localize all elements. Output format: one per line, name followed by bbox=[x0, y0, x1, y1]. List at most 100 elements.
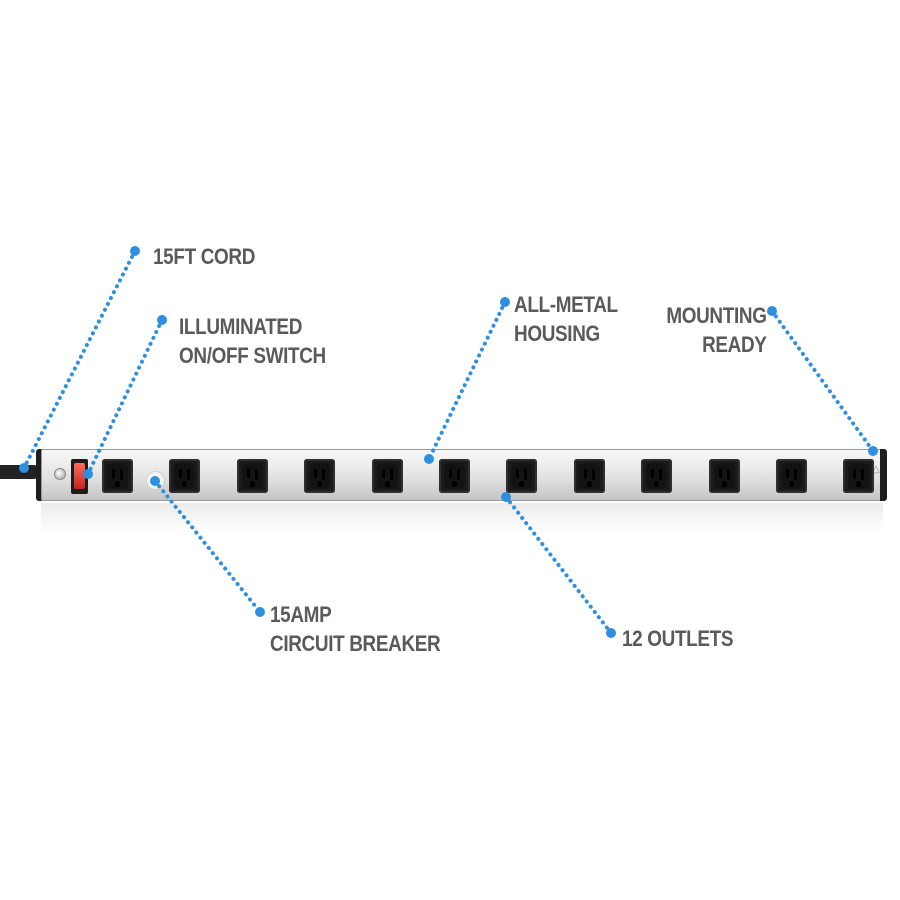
outlet-ground-hole bbox=[722, 481, 727, 487]
outlet-slot bbox=[794, 469, 797, 480]
callout-switch: ILLUMINATED ON/OFF SWITCH bbox=[179, 312, 326, 370]
outlet-slot bbox=[651, 469, 654, 478]
outlet-slot bbox=[853, 469, 856, 478]
outlet-face bbox=[309, 463, 330, 489]
leader-outlets-end-dot bbox=[606, 628, 616, 638]
outlet-ground-hole bbox=[452, 481, 457, 487]
leader-breaker-start-dot bbox=[150, 476, 160, 486]
outlet bbox=[237, 459, 268, 493]
triangle-outline-icon: △ bbox=[872, 464, 880, 475]
outlet-face bbox=[848, 463, 869, 489]
outlet bbox=[641, 459, 672, 493]
callout-cord: 15FT CORD bbox=[153, 242, 255, 271]
callout-switch-line-2: ON/OFF SWITCH bbox=[179, 343, 326, 368]
outlet bbox=[506, 459, 537, 493]
leader-mounting-start-dot bbox=[767, 306, 777, 316]
strip-shadow bbox=[41, 503, 883, 533]
outlet-ground-hole bbox=[115, 481, 120, 487]
outlet bbox=[709, 459, 740, 493]
outlet-face bbox=[781, 463, 802, 489]
outlet-slot bbox=[516, 469, 519, 478]
outlet-slot bbox=[322, 469, 325, 480]
outlet bbox=[776, 459, 807, 493]
outlet-slot bbox=[457, 469, 460, 480]
outlet-slot bbox=[187, 469, 190, 480]
leader-breaker-end-dot bbox=[255, 607, 265, 617]
outlet bbox=[304, 459, 335, 493]
callout-switch-line-1: ILLUMINATED bbox=[179, 314, 303, 339]
outlet-face bbox=[714, 463, 735, 489]
outlet-ground-hole bbox=[789, 481, 794, 487]
callout-mounting-line-1: MOUNTING bbox=[666, 303, 768, 328]
leader-switch-end-dot bbox=[83, 469, 93, 479]
outlet-slot bbox=[659, 469, 662, 480]
outlet-slot bbox=[786, 469, 789, 478]
outlet-face bbox=[242, 463, 263, 489]
outlet-slot bbox=[179, 469, 182, 478]
outlet-slot bbox=[584, 469, 587, 478]
leader-housing-start-dot bbox=[500, 297, 510, 307]
outlet bbox=[574, 459, 605, 493]
leader-cord-start-dot bbox=[130, 246, 140, 256]
outlet-face bbox=[444, 463, 465, 489]
outlet-face bbox=[377, 463, 398, 489]
outlet-face bbox=[579, 463, 600, 489]
outlet-slot bbox=[524, 469, 527, 480]
callout-housing: ALL-METAL HOUSING bbox=[514, 290, 618, 348]
leader-breaker-line bbox=[153, 479, 262, 614]
callout-breaker: 15AMP CIRCUIT BREAKER bbox=[270, 600, 441, 658]
outlet-ground-hole bbox=[587, 481, 592, 487]
outlet bbox=[439, 459, 470, 493]
leader-cord-end-dot bbox=[19, 463, 29, 473]
outlet-ground-hole bbox=[385, 481, 390, 487]
switch-rocker-red bbox=[74, 463, 85, 489]
outlet-ground-hole bbox=[182, 481, 187, 487]
outlet-ground-hole bbox=[856, 481, 861, 487]
callout-housing-line-1: ALL-METAL bbox=[514, 292, 618, 317]
outlet-ground-hole bbox=[519, 481, 524, 487]
leader-housing-line bbox=[427, 300, 507, 461]
strip-end-cap-right bbox=[880, 449, 887, 501]
callout-outlets: 12 OUTLETS bbox=[622, 624, 733, 653]
outlet-face bbox=[511, 463, 532, 489]
outlet-slot bbox=[390, 469, 393, 480]
leader-mounting-line bbox=[770, 309, 875, 453]
strip-end-cap-left bbox=[36, 449, 44, 501]
outlet-slot bbox=[255, 469, 258, 480]
outlet bbox=[169, 459, 200, 493]
leader-line-group bbox=[19, 246, 878, 638]
outlet bbox=[102, 459, 133, 493]
callout-housing-line-2: HOUSING bbox=[514, 321, 600, 346]
outlet-slot bbox=[449, 469, 452, 478]
outlet-slot bbox=[247, 469, 250, 478]
outlet-face bbox=[107, 463, 128, 489]
callout-mounting: MOUNTING READY bbox=[666, 301, 768, 359]
callout-breaker-line-1: 15AMP bbox=[270, 602, 332, 627]
outlet-ground-hole bbox=[654, 481, 659, 487]
outlet-ground-hole bbox=[250, 481, 255, 487]
outlet-slot bbox=[727, 469, 730, 480]
callout-breaker-line-2: CIRCUIT BREAKER bbox=[270, 631, 441, 656]
outlet-slot bbox=[861, 469, 864, 480]
leader-switch-line bbox=[86, 318, 164, 476]
end-screw bbox=[54, 468, 66, 480]
leader-outlets-line bbox=[504, 495, 613, 635]
leader-housing-end-dot bbox=[424, 454, 434, 464]
outlet bbox=[372, 459, 403, 493]
outlet-face bbox=[646, 463, 667, 489]
callout-outlets-line-1: 12 OUTLETS bbox=[622, 626, 734, 651]
outlet-slot bbox=[719, 469, 722, 478]
leader-cord-line bbox=[22, 249, 137, 470]
outlet-slot bbox=[592, 469, 595, 480]
outlet-face bbox=[174, 463, 195, 489]
outlet-ground-hole bbox=[317, 481, 322, 487]
outlet-slot bbox=[120, 469, 123, 480]
callout-cord-line-1: 15FT CORD bbox=[153, 244, 256, 269]
outlet-slot bbox=[314, 469, 317, 478]
leader-mounting-end-dot bbox=[868, 446, 878, 456]
outlet-slot bbox=[112, 469, 115, 478]
leader-switch-start-dot bbox=[157, 315, 167, 325]
outlet-slot bbox=[382, 469, 385, 478]
